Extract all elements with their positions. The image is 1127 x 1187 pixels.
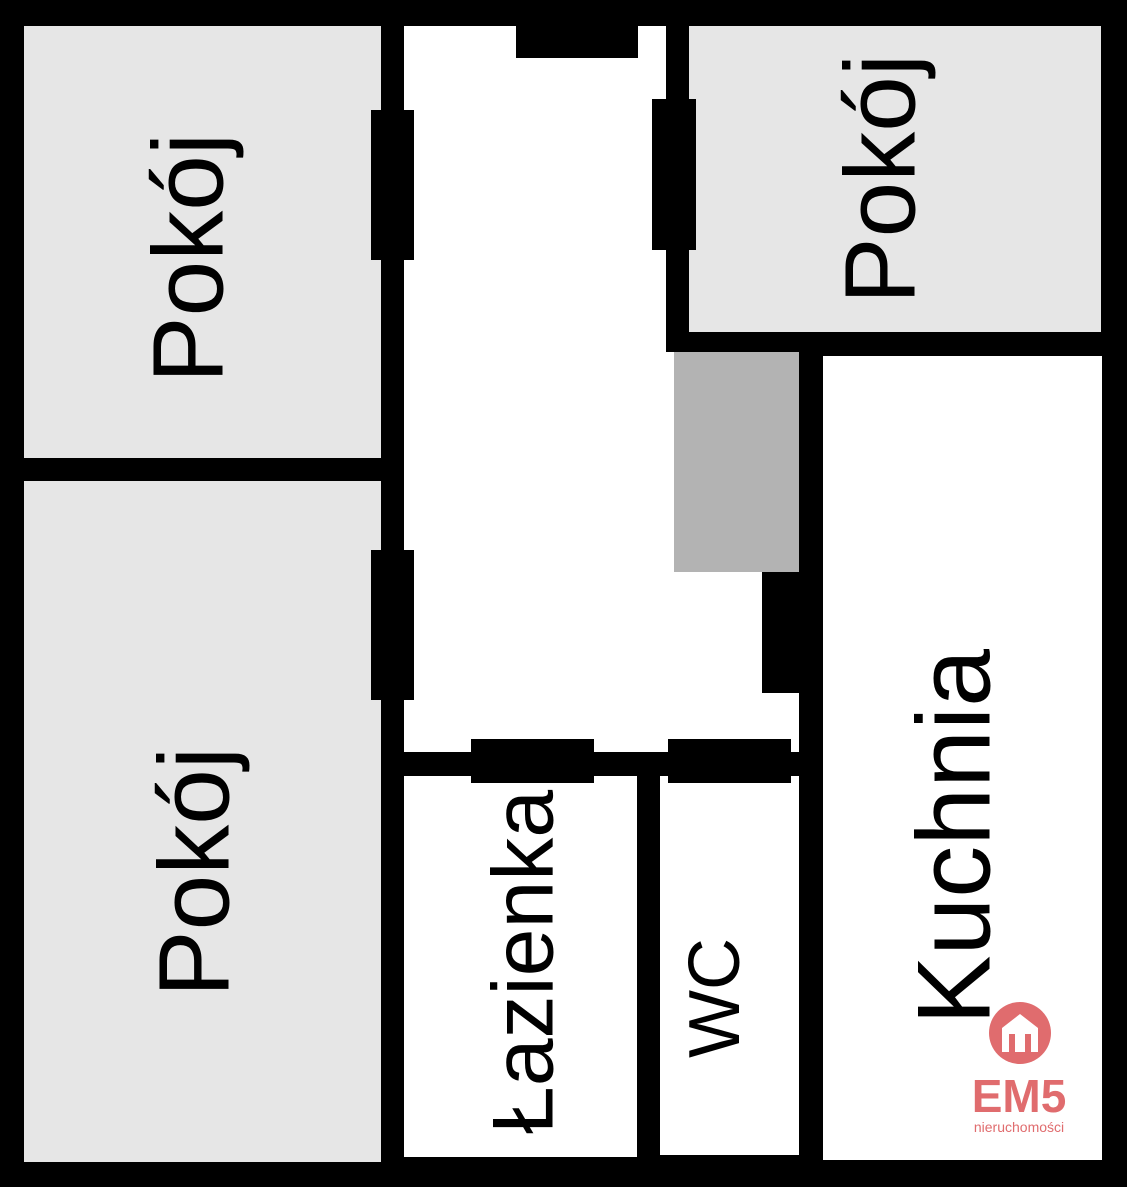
room-top-right-floor: [689, 26, 1101, 332]
kitchen-label: Kuchnia: [896, 649, 1012, 1025]
room-top-left-label: Pokój: [132, 133, 244, 383]
door-top-right-room: [652, 99, 696, 250]
door-wc: [668, 739, 791, 783]
door-bottom-left-room: [371, 550, 414, 700]
logo-name: EM5: [972, 1070, 1067, 1122]
door-hall-top: [516, 22, 638, 58]
door-bathroom: [471, 739, 594, 783]
logo: EM5 nieruchomości: [972, 1002, 1067, 1135]
logo-tagline: nieruchomości: [974, 1119, 1064, 1135]
kitchen-floor: [823, 356, 1102, 1160]
door-top-left-room: [371, 110, 414, 260]
door-kitchen: [762, 572, 806, 693]
closet: [674, 352, 799, 572]
room-top-left-floor: [24, 26, 381, 458]
bathroom-floor: [404, 776, 637, 1157]
room-bottom-left-floor: [24, 481, 381, 1162]
logo-house-shape: [1002, 1014, 1038, 1052]
wc-floor: [660, 776, 799, 1155]
bathroom-label: Łazienka: [476, 790, 572, 1134]
wc-label: WC: [675, 938, 755, 1058]
room-top-right-label: Pokój: [824, 54, 936, 304]
room-bottom-left-label: Pokój: [138, 747, 250, 997]
